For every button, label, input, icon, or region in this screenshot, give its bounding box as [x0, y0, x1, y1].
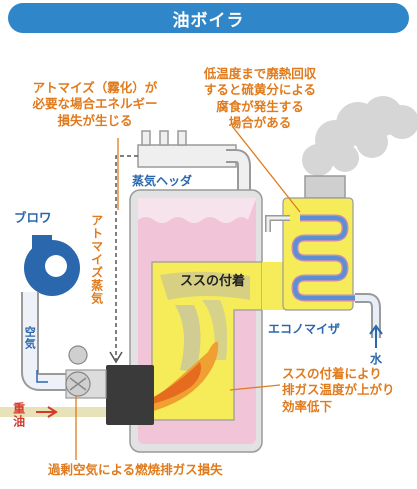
atomize-loss-line-2: 必要な場合エネルギー	[32, 96, 158, 112]
burner-flame	[150, 341, 219, 412]
soot-effect-line-2: 排ガス温度が上がり	[282, 382, 395, 398]
blower-label: ブロワ	[14, 210, 52, 225]
chimney	[304, 175, 346, 199]
soot-effect-note: ススの付着により 排ガス温度が上がり 効率低下	[282, 366, 395, 415]
atomize-loss-line-3: 損失が生じる	[57, 112, 133, 128]
burner	[106, 365, 154, 425]
atomize-loss-line-1: アトマイズ（霧化）が	[32, 80, 158, 95]
fuel-flow-arrow	[36, 406, 58, 418]
corrosion-line-2: すると硫黄分による	[203, 82, 317, 98]
water-inlet-arrow	[369, 324, 383, 348]
economizer	[265, 197, 360, 311]
steam-header-label: 蒸気ヘッダ	[132, 174, 193, 188]
corrosion-line-1: 低温度まで廃熱回収	[203, 66, 317, 81]
air-label: 空気	[23, 326, 37, 350]
water-surface	[138, 198, 256, 223]
corrosion-line-4: 場合がある	[228, 114, 292, 130]
soot-effect-line-1: ススの付着により	[282, 366, 382, 381]
soot-effect-line-3: 効率低下	[282, 398, 333, 414]
exhaust-smoke	[302, 96, 417, 176]
heavy-oil-label: 重油	[11, 402, 26, 428]
steam-header	[137, 130, 251, 205]
atomize-steam-line	[115, 155, 138, 360]
economizer-label: エコノマイザ	[268, 322, 341, 336]
corrosion-note: 低温度まで廃熱回収 すると硫黄分による 腐食が発生する 場合がある	[180, 66, 340, 131]
water-label: 水	[370, 352, 383, 366]
page-title: 油ボイラ	[8, 3, 409, 33]
annotation-leaders	[75, 125, 301, 460]
air-flow-arrow	[36, 370, 48, 383]
air-damper	[65, 369, 107, 399]
soot-label: ススの付着	[180, 274, 246, 289]
atomize-steam-label: アトマイズ蒸気	[89, 214, 104, 305]
valve	[68, 345, 88, 365]
corrosion-line-3: 腐食が発生する	[216, 98, 304, 114]
atomize-loss-note: アトマイズ（霧化）が 必要な場合エネルギー 損失が生じる	[5, 80, 185, 129]
soot-deposit	[160, 271, 250, 300]
excess-air-note: 過剰空気による燃焼排ガス損失	[48, 462, 223, 477]
